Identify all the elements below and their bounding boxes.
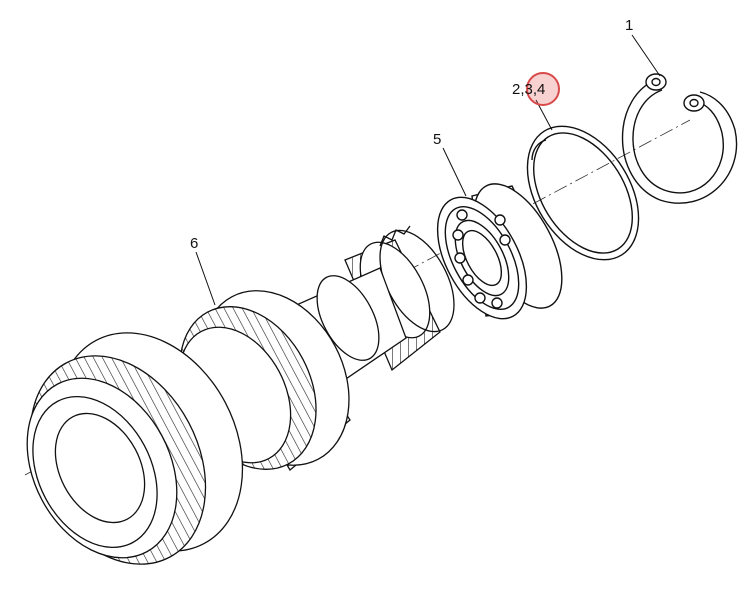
leader-line-1 [631, 34, 661, 77]
callout-label-5: 5 [433, 131, 442, 148]
part-1-snap-ring [621, 73, 738, 204]
part-6-gear-shaft [26, 225, 455, 565]
part-5-ball-bearing [436, 183, 563, 320]
callout-label-1: 1 [625, 17, 634, 34]
highlight-circle [526, 72, 560, 106]
callout-label-2-3-4: 2,3,4 [512, 81, 546, 98]
callout-label-6: 6 [190, 235, 199, 252]
leader-lines [195, 34, 661, 306]
leader-line-5 [442, 147, 467, 197]
part-2-3-4-shim-ring [526, 125, 640, 261]
leader-line-6 [195, 251, 216, 306]
